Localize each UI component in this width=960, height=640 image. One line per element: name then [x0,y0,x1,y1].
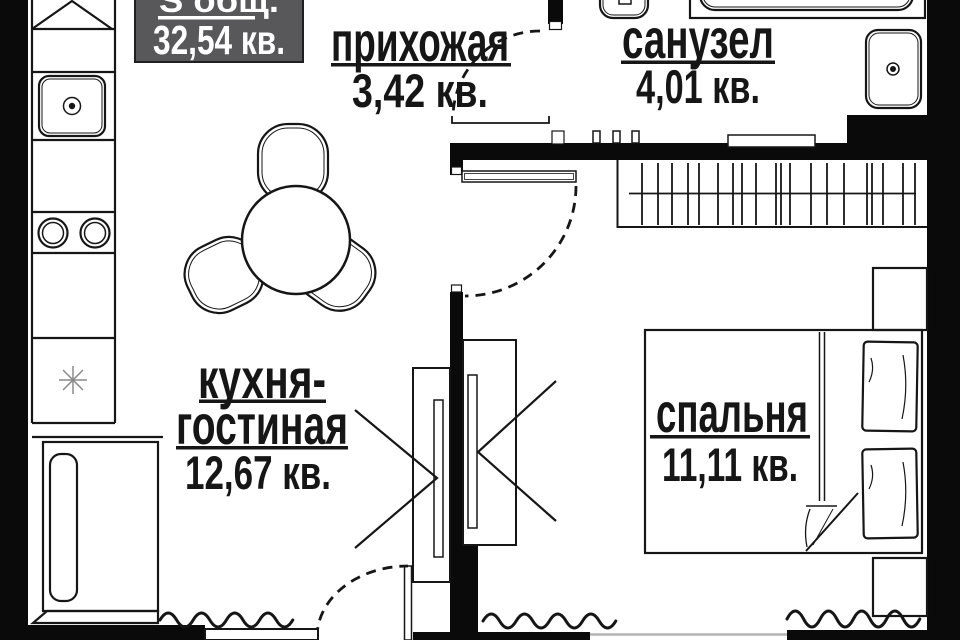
wardrobe-icon [616,160,927,228]
kitchen-sink-icon [37,74,107,138]
wall-bottom-center [413,632,590,640]
balcony-door [315,564,413,640]
bed-icon [643,328,924,555]
area-badge: S общ. 32,54 кв. [134,0,304,63]
bathtub-icon [688,0,927,20]
pillow-icon [861,447,919,540]
bedroom-underline [650,435,810,439]
kitchen-underline2 [176,446,348,450]
dining-table-icon [240,184,352,296]
wall-central-upper [450,292,463,535]
bathroom-label: санузел [622,7,774,70]
corner-cabinet-icon [31,0,113,30]
window-bottom-left [204,628,319,640]
wall-hall-bath-post [548,0,563,24]
bedroom-label: спальня [656,381,808,444]
hall-living-door [461,170,578,298]
hall-shelf [451,116,550,124]
badge-total-area: 32,54 кв. [153,17,285,63]
room-labels: прихожая 3,42 кв. санузел 4,01 кв. кухня… [176,7,810,499]
wall-central-lower [450,535,478,632]
badge-underline [158,16,255,20]
bedroom-area: 11,11 кв. [662,438,798,491]
bathroom-area: 4,01 кв. [636,60,760,113]
badge-label-top: S общ. [159,0,279,20]
kitchen-area: 12,67 кв. [185,446,331,499]
wall-bottom-left [0,625,205,640]
bathroom-door [451,29,541,118]
hall-label: прихожая [331,10,509,73]
stove-icon [37,217,111,249]
fridge-icon [59,366,87,394]
washbasin-icon [864,28,923,110]
hall-underline [331,63,511,67]
door-jamb-notches [450,20,565,293]
kitchen-counter [30,0,163,439]
radiator-icon [158,609,922,630]
pocket-door [354,339,557,583]
pillow-icon [861,340,919,433]
plumbing-ticks [592,130,816,148]
toilet-icon [598,0,650,20]
dining-table-group [183,122,377,315]
kitchen-label-line2: гостиная [176,393,348,456]
wall-left [0,0,28,640]
hall-area: 3,42 кв. [352,64,488,117]
wall-bottom-right [787,630,960,640]
wall-mid-band [450,143,927,160]
wall-under-sink [847,115,927,143]
nightstand-top [871,266,929,332]
wall-right [927,0,960,640]
kitchen-underline1 [199,399,326,403]
bathroom-underline [621,60,775,64]
sofa-icon [30,440,160,625]
